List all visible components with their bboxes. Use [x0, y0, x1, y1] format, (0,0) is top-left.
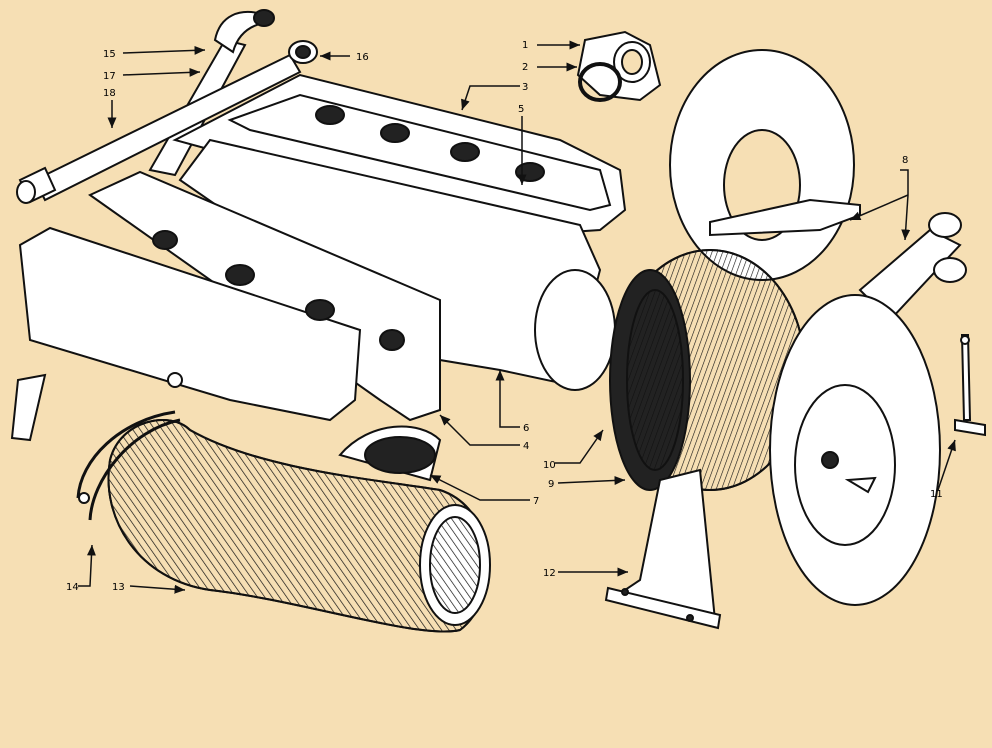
callout-line-10 [555, 429, 604, 464]
callout-line-13 [129, 584, 186, 594]
callout-line-7 [429, 474, 530, 501]
label-16: 16 [356, 52, 369, 63]
callout-line-17 [122, 67, 201, 77]
filter-element [609, 249, 806, 491]
callout-line-8 [900, 169, 909, 195]
callout-line-14 [78, 544, 96, 587]
label-8: 8 [902, 155, 908, 166]
flange-and-gasket [576, 30, 662, 102]
callout-labels: 1 2 3 5 6 4 10 9 7 12 8 11 14 13 15 16 1… [66, 40, 943, 593]
label-15: 15 [103, 49, 116, 60]
end-cover [769, 294, 941, 606]
air-cleaner-front-housing [18, 170, 442, 482]
callout-line-3 [461, 85, 520, 111]
label-18: 18 [103, 88, 116, 99]
callout-line-4 [439, 414, 520, 446]
callout-line-11 [937, 439, 956, 491]
callout-line-6 [495, 370, 520, 428]
label-10: 10 [543, 460, 556, 471]
label-4: 4 [523, 441, 529, 452]
label-1: 1 [522, 40, 528, 51]
label-14: 14 [66, 582, 79, 593]
label-17: 17 [103, 71, 116, 82]
callout-line-15 [122, 45, 206, 55]
flexible-hose [76, 410, 491, 633]
bolt [954, 334, 986, 437]
label-7: 7 [533, 496, 539, 507]
label-12: 12 [543, 568, 556, 579]
filter-cover-ring [669, 49, 855, 281]
label-9: 9 [548, 479, 554, 490]
label-6: 6 [523, 423, 529, 434]
label-2: 2 [522, 62, 528, 73]
label-5: 5 [518, 104, 524, 115]
label-13: 13 [112, 582, 125, 593]
support-stand [604, 468, 722, 630]
callout-lines [78, 40, 956, 594]
air-cleaner-rear-housing [172, 73, 627, 391]
pipe-assembly [10, 9, 318, 442]
callout-line-9 [557, 475, 626, 485]
label-3: 3 [522, 82, 528, 93]
label-11: 11 [930, 489, 943, 500]
